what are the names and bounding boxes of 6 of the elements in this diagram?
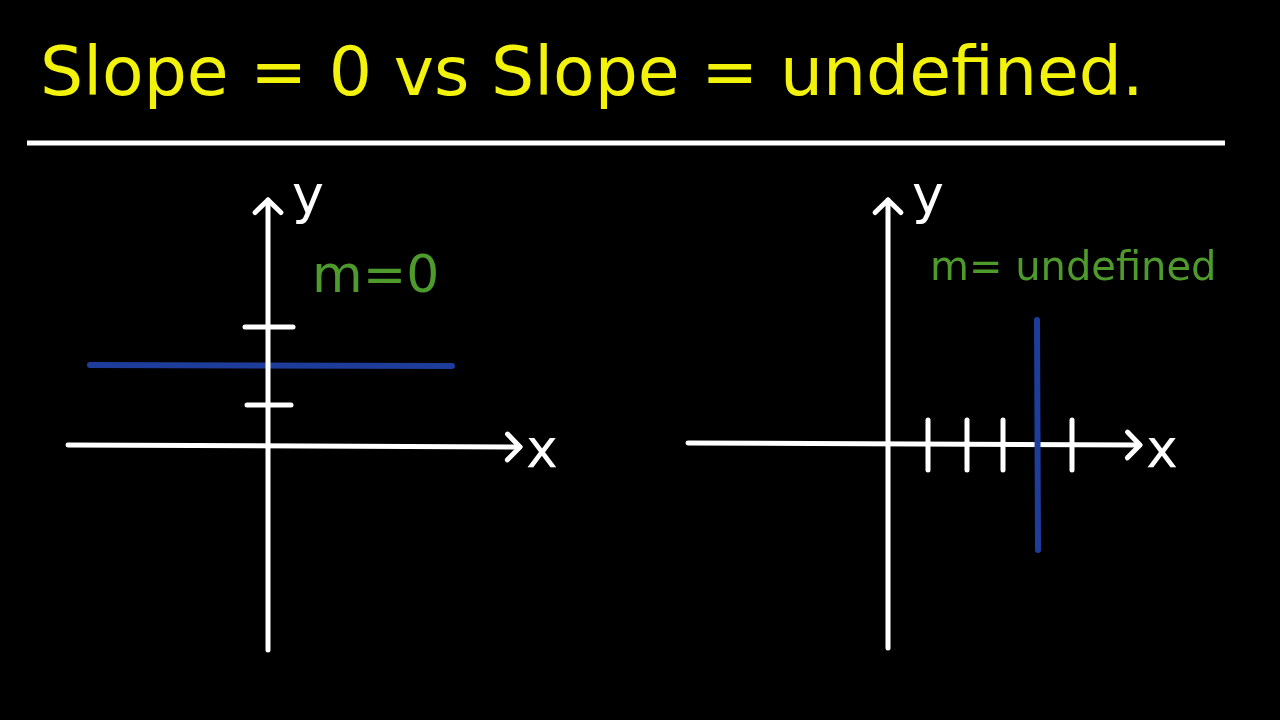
axis-label: y (912, 168, 944, 222)
slope-label: m=0 (312, 248, 440, 300)
slope-label: m= undefined (930, 246, 1217, 286)
axis-label: y (292, 168, 324, 222)
axis-label: x (1146, 422, 1178, 476)
axis-label: x (526, 422, 558, 476)
